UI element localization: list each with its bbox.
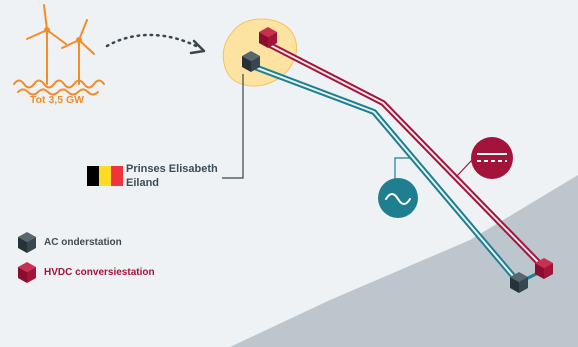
island-leader-line <box>222 74 244 179</box>
island-name-label: Prinses Elisabeth Eiland <box>126 163 218 189</box>
sine-wave-icon <box>378 178 418 218</box>
ac-cable <box>250 63 516 278</box>
wind-turbine-icon <box>61 19 95 85</box>
legend-hvdc-icon <box>18 262 36 283</box>
dotted-arrow <box>105 33 202 50</box>
belgian-flag <box>87 166 123 186</box>
arrowhead-icon <box>189 39 206 55</box>
hvdc-station-icon <box>259 27 277 48</box>
wind-turbine-icon <box>26 4 67 85</box>
wave-line <box>17 88 99 96</box>
wave-line <box>13 79 105 89</box>
hvdc-cable <box>266 41 541 265</box>
legend-ac-label: AC onderstation <box>44 237 122 248</box>
land-area <box>230 175 578 347</box>
ac-station-icon <box>242 51 260 72</box>
island-shape <box>222 18 297 87</box>
dc-symbol-icon <box>471 137 513 179</box>
ac-station-icon <box>510 272 528 293</box>
dc-callout-line <box>455 159 473 178</box>
ac-callout-line <box>394 157 410 182</box>
hvdc-station-icon <box>535 258 553 279</box>
legend-hvdc-label: HVDC conversiestation <box>44 267 155 278</box>
capacity-label: Tot 3,5 GW <box>30 94 85 106</box>
wind-turbines-icon <box>13 4 105 96</box>
legend-ac-icon <box>18 232 36 253</box>
